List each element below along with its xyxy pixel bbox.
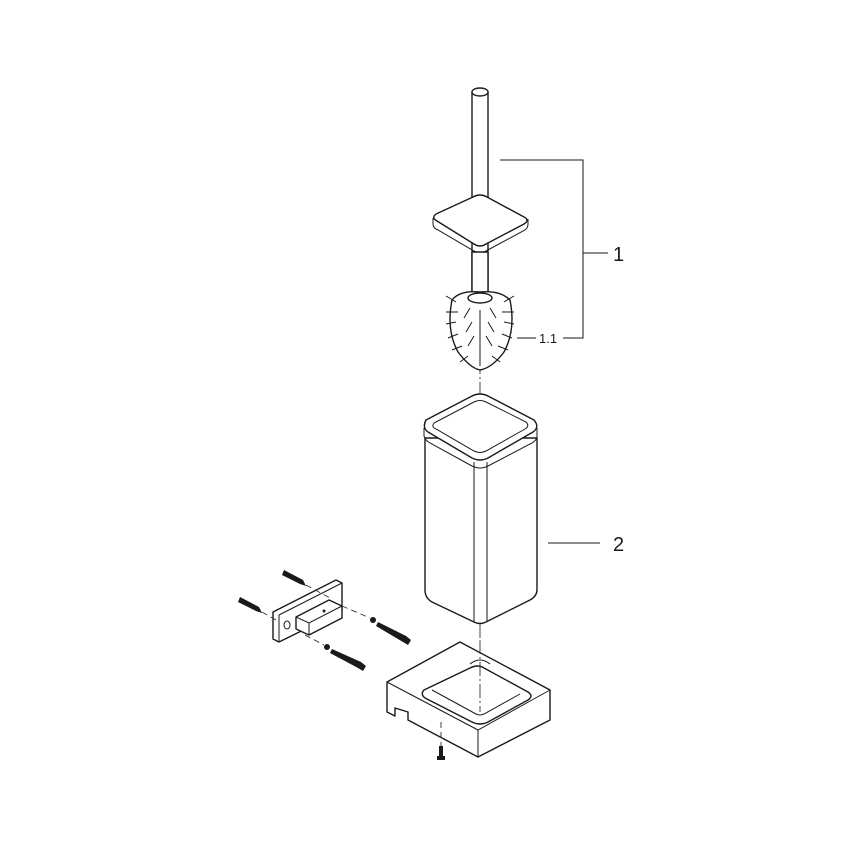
callout-label-1-1: 1.1 (539, 331, 557, 346)
wall-anchor-upper (282, 570, 331, 599)
wall-anchor-lower (238, 597, 277, 621)
callout-1-leader (500, 159, 608, 339)
wall-screw-lower (304, 634, 366, 671)
wall-holder (386, 640, 551, 758)
brush-container (423, 393, 538, 625)
callout-label-2: 2 (613, 534, 624, 556)
wall-screw-upper (341, 605, 411, 645)
wall-bracket (272, 579, 343, 643)
set-screw (437, 722, 445, 760)
brush-head (445, 290, 515, 371)
brush-handle (432, 87, 529, 305)
callout-label-1: 1 (613, 244, 624, 266)
